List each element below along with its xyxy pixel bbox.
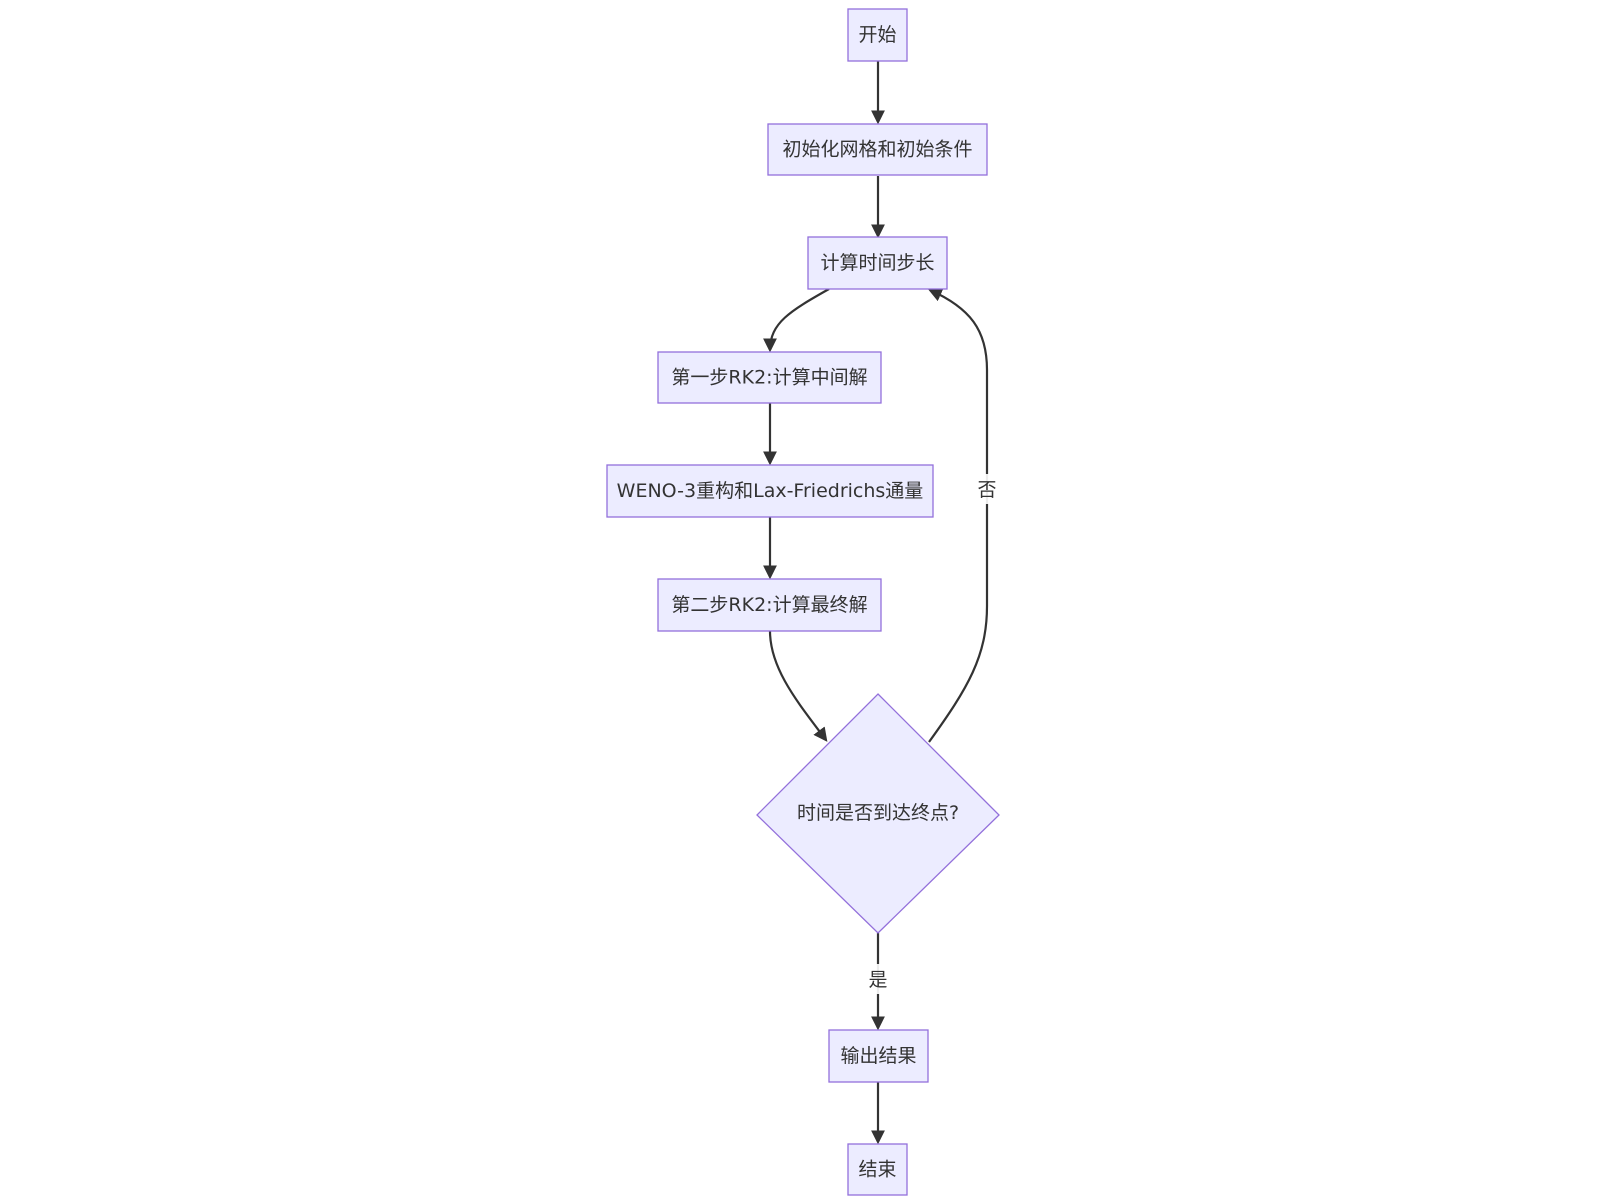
node-end-label: 结束 [858, 1159, 896, 1181]
node-init-label: 初始化网格和初始条件 [782, 139, 972, 161]
edge-label-no: 否 [973, 474, 1001, 504]
node-decision: 时间是否到达终点? [756, 693, 1000, 934]
node-weno: WENO-3重构和Lax-Friedrichs通量 [606, 464, 934, 518]
edges [763, 61, 989, 1145]
edge-decision-no-to-timestep [927, 288, 989, 743]
edge-label-yes: 是 [864, 964, 892, 994]
node-output: 输出结果 [828, 1029, 929, 1083]
node-rk2-step1: 第一步RK2:计算中间解 [657, 351, 882, 404]
node-weno-label: WENO-3重构和Lax-Friedrichs通量 [617, 480, 924, 502]
node-start-label: 开始 [858, 24, 896, 46]
edge-label-yes-text: 是 [868, 969, 887, 991]
node-rk2-step2: 第二步RK2:计算最终解 [657, 578, 882, 632]
node-timestep: 计算时间步长 [807, 236, 948, 290]
edge-label-no-text: 否 [977, 479, 996, 501]
node-rk2-step1-label: 第一步RK2:计算中间解 [671, 367, 867, 389]
node-output-label: 输出结果 [840, 1045, 916, 1067]
node-init: 初始化网格和初始条件 [767, 123, 988, 176]
edge-rk2-step2-to-decision [768, 630, 828, 742]
node-decision-label: 时间是否到达终点? [797, 802, 959, 824]
node-rk2-step2-label: 第二步RK2:计算最终解 [671, 594, 867, 616]
edge-timestep-to-rk2-step1 [763, 288, 830, 353]
node-timestep-label: 计算时间步长 [820, 252, 934, 274]
node-start: 开始 [847, 8, 908, 62]
node-end: 结束 [847, 1143, 908, 1196]
